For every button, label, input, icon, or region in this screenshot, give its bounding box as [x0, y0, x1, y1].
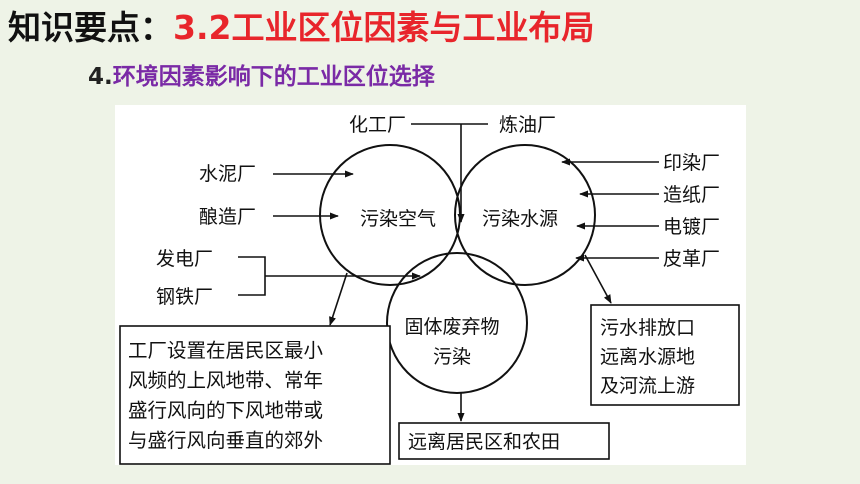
page-title: 知识要点：3.2工业区位因素与工业布局 [8, 6, 594, 50]
factory-power: 发电厂 [156, 248, 213, 270]
advice-water-box [590, 304, 740, 406]
factory-cement: 水泥厂 [199, 163, 256, 185]
arrow-water-advice [584, 254, 612, 304]
factory-plating: 电镀厂 [663, 216, 720, 238]
venn-diagram: 污染空气 污染水源 固体废弃物 污染 化工厂 炼油厂 水泥厂 酿造厂 发电厂 钢… [115, 105, 746, 465]
title-prefix: 知识要点： [8, 8, 173, 47]
solid-waste-label-2: 污染 [433, 346, 471, 368]
advice-air-line-3: 盛行风向的下风地带或 [128, 399, 323, 422]
solid-waste-label-1: 固体废弃物 [404, 316, 499, 338]
solid-waste-circle [386, 252, 528, 394]
subtitle-text: 环境因素影响下的工业区位选择 [112, 64, 435, 90]
advice-water-line-3: 及河流上游 [600, 375, 695, 397]
factory-brewery: 酿造厂 [199, 206, 256, 228]
bracket-power-steel [238, 256, 266, 296]
factory-leather: 皮革厂 [663, 248, 720, 270]
air-pollution-label: 污染空气 [360, 208, 436, 230]
subtitle-number: 4. [88, 64, 113, 90]
advice-air-line-4: 与盛行风向垂直的郊外 [128, 429, 323, 452]
advice-solid-box [398, 422, 610, 460]
water-pollution-label: 污染水源 [482, 208, 558, 230]
page-subtitle: 4.环境因素影响下的工业区位选择 [88, 60, 435, 94]
title-main: 3.2工业区位因素与工业布局 [173, 8, 595, 47]
water-pollution-circle [454, 144, 596, 286]
advice-water-line-1: 污水排放口 [600, 317, 695, 339]
factory-chemical: 化工厂 [349, 114, 406, 136]
arrow-air-advice [329, 272, 348, 326]
advice-solid-text: 远离居民区和农田 [408, 431, 560, 453]
advice-air-box [119, 325, 391, 465]
factory-steel: 钢铁厂 [156, 286, 213, 308]
factory-dyeing: 印染厂 [663, 152, 720, 174]
advice-water-line-2: 远离水源地 [600, 346, 695, 368]
factory-paper: 造纸厂 [663, 184, 720, 206]
diagram-canvas: 污染空气 污染水源 固体废弃物 污染 化工厂 炼油厂 水泥厂 酿造厂 发电厂 钢… [119, 114, 740, 465]
advice-air-line-1: 工厂设置在居民区最小 [128, 339, 324, 362]
advice-air-line-2: 风频的上风地带、常年 [128, 369, 323, 392]
factory-refinery: 炼油厂 [499, 114, 556, 136]
